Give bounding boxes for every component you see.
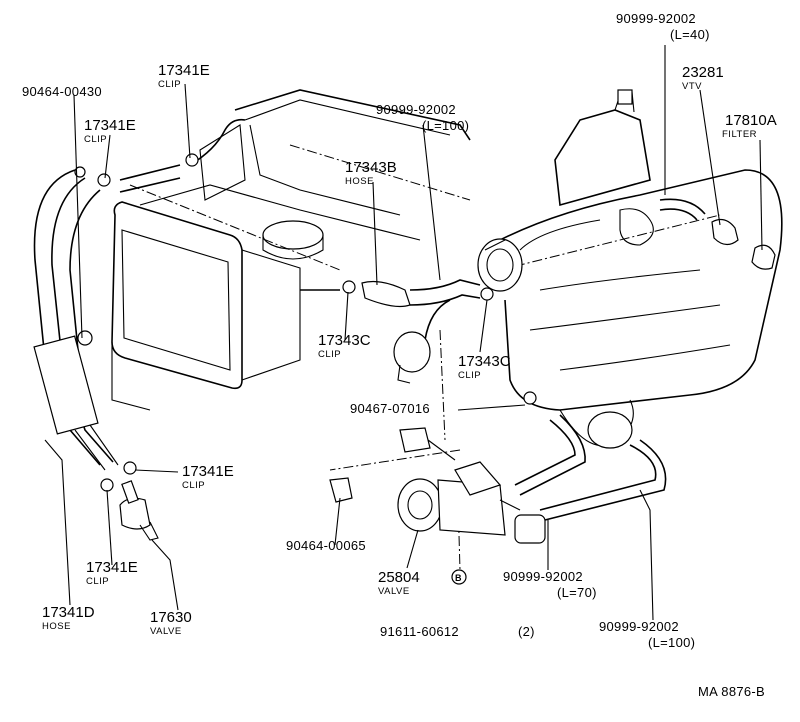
part-label-17341e-low-desc: CLIP <box>86 576 109 587</box>
vsv-valve-part <box>397 461 546 544</box>
part-label-17341e-mid-desc: CLIP <box>182 480 205 491</box>
part-label-17343c-right-desc: CLIP <box>458 370 481 381</box>
part-label-17341d-desc: HOSE <box>42 621 71 632</box>
part-label-17341e-top-desc: CLIP <box>158 79 181 90</box>
part-label-23281-desc: VTV <box>682 81 702 92</box>
clip-part <box>480 287 494 301</box>
part-label-90999-92002-l70: 90999-92002 <box>503 569 583 584</box>
clip-part <box>74 166 86 178</box>
part-label-17341e-mid: 17341E <box>182 463 234 480</box>
part-label-17343c-left: 17343C <box>318 332 371 349</box>
part-label-17341e-left-desc: CLIP <box>84 134 107 145</box>
part-label-91611-60612-qty: (2) <box>518 624 535 639</box>
part-label-17341e-low: 17341E <box>86 559 138 576</box>
part-label-90464-00430: 90464-00430 <box>22 84 102 99</box>
clip-part <box>342 280 356 294</box>
part-label-17343c-right: 17343C <box>458 353 511 370</box>
part-label-25804-desc: VALVE <box>378 586 410 597</box>
vtv-part <box>711 218 739 246</box>
sensor-part <box>393 331 431 373</box>
part-label-90999-92002-l100-bottom-length: (L=100) <box>648 635 695 650</box>
part-label-90467-07016: 90467-07016 <box>350 401 430 416</box>
part-label-90464-00065: 90464-00065 <box>286 538 366 553</box>
filter-part <box>751 244 776 270</box>
figure-code: MA 8876-B <box>698 684 765 699</box>
clip-part <box>77 330 93 346</box>
part-label-17343b-desc: HOSE <box>345 176 374 187</box>
part-label-17341e-left: 17341E <box>84 117 136 134</box>
components <box>74 153 776 544</box>
clip-part <box>97 173 111 187</box>
clip-part <box>100 478 114 492</box>
part-label-17630-desc: VALVE <box>150 626 182 637</box>
part-label-17630: 17630 <box>150 609 192 626</box>
part-label-17810a-desc: FILTER <box>722 129 757 140</box>
part-label-17343b: 17343B <box>345 159 397 176</box>
hose-routing <box>33 118 706 521</box>
callout-b-circle <box>451 569 467 585</box>
part-label-91611-60612: 91611-60612 <box>380 624 459 639</box>
part-label-90999-92002-l100-top: 90999-92002 <box>376 102 456 117</box>
clip-part <box>185 153 199 167</box>
part-label-90999-92002-l70-length: (L=70) <box>557 585 597 600</box>
part-label-23281: 23281 <box>682 64 724 81</box>
clip-part <box>123 461 137 475</box>
part-label-17343c-left-desc: CLIP <box>318 349 341 360</box>
part-label-90999-92002-l40: 90999-92002 <box>616 11 696 26</box>
clip-part <box>523 391 537 405</box>
part-label-90999-92002-l40-length: (L=40) <box>670 27 710 42</box>
part-label-17341d: 17341D <box>42 604 95 621</box>
connector-part <box>399 427 431 453</box>
part-label-90999-92002-l100-bottom: 90999-92002 <box>599 619 679 634</box>
leader-lines <box>44 45 763 621</box>
engine-block-drawing <box>111 89 783 571</box>
check-valve-part <box>119 480 159 541</box>
part-label-90999-92002-l100-top-length: (L=100) <box>422 118 469 133</box>
part-label-25804: 25804 <box>378 569 420 586</box>
part-label-17341e-top: 17341E <box>158 62 210 79</box>
part-labels: 90999-92002 (L=40) 23281 VTV 17810A FILT… <box>22 11 777 699</box>
part-label-17810a: 17810A <box>725 112 777 129</box>
bracket-clip-part <box>329 477 353 503</box>
callout-b-letter: B <box>455 573 462 583</box>
